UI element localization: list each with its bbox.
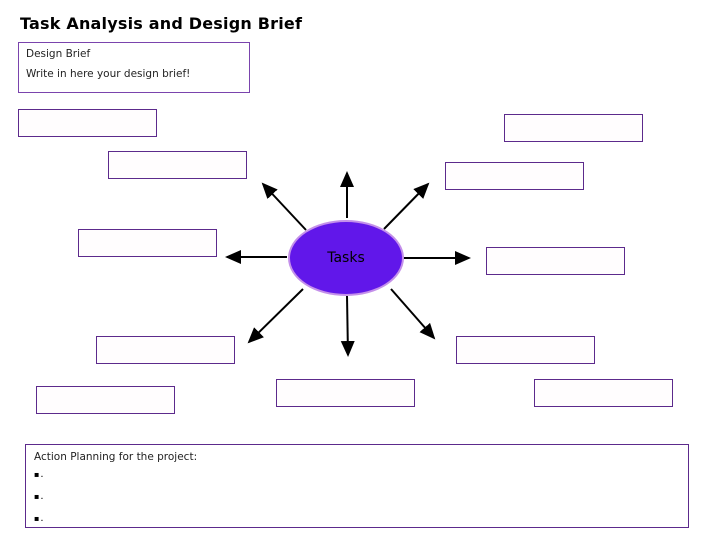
action-planning-list: ▪ . ▪ . ▪ .	[34, 469, 680, 535]
task-box-bottom-right[interactable]	[534, 379, 673, 407]
arrow-down-right	[390, 288, 436, 340]
action-bullet-item[interactable]: ▪ .	[34, 469, 680, 491]
bullet-icon: ▪	[34, 470, 40, 479]
arrow-up-right	[383, 182, 430, 230]
action-planning-box[interactable]: Action Planning for the project: ▪ . ▪ .…	[25, 444, 689, 528]
task-box-lower-mid-right[interactable]	[456, 336, 595, 364]
action-bullet-item[interactable]: ▪ .	[34, 513, 680, 535]
action-planning-heading: Action Planning for the project:	[34, 451, 198, 463]
arrow-up-left	[261, 182, 307, 231]
bullet-icon: ▪	[34, 492, 40, 501]
tasks-center-node: Tasks	[288, 220, 404, 296]
design-brief-label: Design Brief	[26, 48, 91, 60]
arrow-down-left	[247, 288, 304, 344]
design-brief-box[interactable]: Design Brief Write in here your design b…	[18, 42, 250, 93]
action-bullet-item[interactable]: ▪ .	[34, 491, 680, 513]
task-box-bottom-left[interactable]	[36, 386, 175, 414]
task-box-mid-right[interactable]	[486, 247, 625, 275]
design-brief-prompt: Write in here your design brief!	[26, 68, 191, 80]
page-title: Task Analysis and Design Brief	[20, 14, 303, 33]
task-box-mid-left[interactable]	[78, 229, 217, 257]
task-box-top-left[interactable]	[18, 109, 157, 137]
tasks-center-label: Tasks	[327, 250, 365, 266]
bullet-text: .	[40, 469, 44, 480]
arrow-down	[340, 295, 355, 357]
task-box-lower-mid-left[interactable]	[96, 336, 235, 364]
task-box-top-right[interactable]	[504, 114, 643, 142]
bullet-text: .	[40, 491, 44, 502]
task-box-upper-mid-right[interactable]	[445, 162, 584, 190]
bullet-icon: ▪	[34, 514, 40, 523]
bullet-text: .	[40, 513, 44, 524]
task-box-upper-mid-left[interactable]	[108, 151, 247, 179]
task-box-bottom-center[interactable]	[276, 379, 415, 407]
